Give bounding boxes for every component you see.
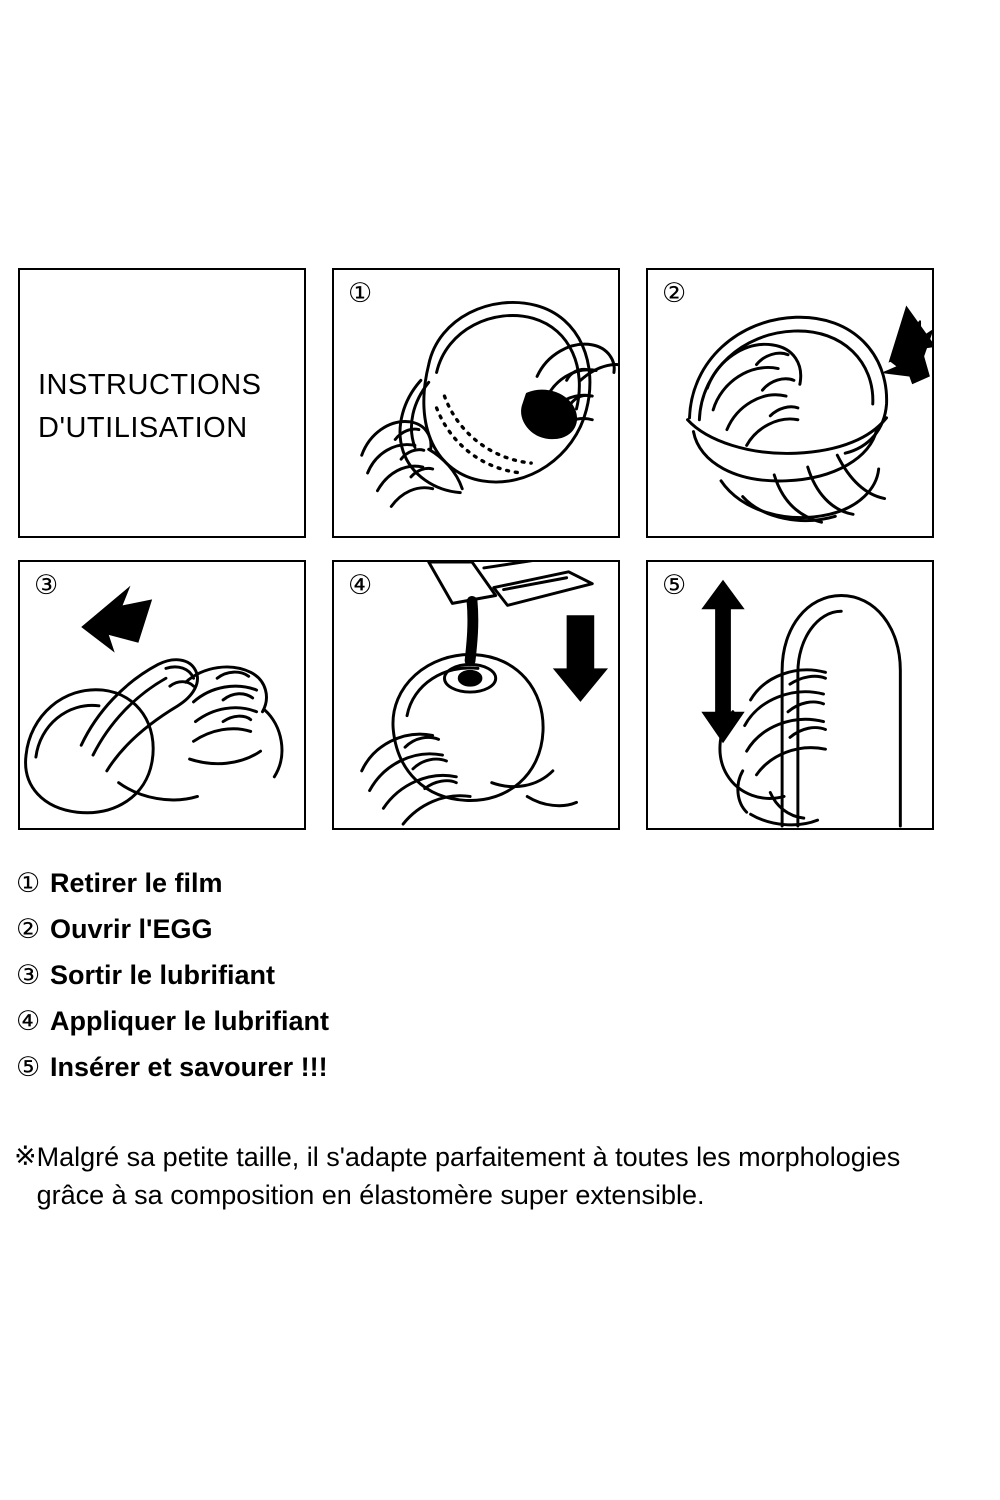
panel-grid: INSTRUCTIONS D'UTILISATION ①: [18, 268, 980, 852]
panel-step-2: ②: [646, 268, 934, 538]
step-marker: ④: [16, 1006, 41, 1037]
instruction-step-list: ① Retirer le film ② Ouvrir l'EGG ③ Sorti…: [16, 868, 956, 1098]
panel-row-top: INSTRUCTIONS D'UTILISATION ①: [18, 268, 980, 538]
step-number-4: ④: [348, 570, 373, 601]
list-item: ③ Sortir le lubrifiant: [16, 960, 956, 991]
list-item: ⑤ Insérer et savourer !!!: [16, 1052, 956, 1083]
step-text: Retirer le film: [50, 868, 223, 898]
step-number-3: ③: [34, 570, 59, 601]
panel-step-3: ③: [18, 560, 306, 830]
instructions-title-line2: D'UTILISATION: [38, 411, 248, 444]
step-marker: ①: [16, 868, 41, 899]
list-item: ① Retirer le film: [16, 868, 956, 899]
reference-mark-icon: ※: [14, 1141, 37, 1172]
step-marker: ③: [16, 960, 41, 991]
panel-row-bottom: ③: [18, 560, 980, 830]
list-item: ② Ouvrir l'EGG: [16, 914, 956, 945]
step-text: Sortir le lubrifiant: [50, 960, 276, 990]
step-marker: ⑤: [16, 1052, 41, 1083]
footnote: ※ Malgré sa petite taille, il s'adapte p…: [14, 1138, 939, 1215]
panel-step-4: ④: [332, 560, 620, 830]
step-number-2: ②: [662, 278, 687, 309]
step-marker: ②: [16, 914, 41, 945]
illustration-open-egg: [686, 305, 932, 524]
illustration-remove-lubricant: [24, 585, 284, 815]
panel-step-5: ⑤: [646, 560, 934, 830]
panel-step-1: ①: [332, 268, 620, 538]
list-item: ④ Appliquer le lubrifiant: [16, 1006, 956, 1037]
step-number-5: ⑤: [662, 570, 687, 601]
instructions-title: INSTRUCTIONS D'UTILISATION: [38, 364, 262, 450]
step-text: Ouvrir l'EGG: [50, 914, 213, 944]
illustration-apply-lubricant: [360, 562, 609, 826]
step-text: Insérer et savourer !!!: [50, 1052, 328, 1082]
panel-title: INSTRUCTIONS D'UTILISATION: [18, 268, 306, 538]
illustration-peel-film: [360, 301, 618, 508]
step-number-1: ①: [348, 278, 373, 309]
footnote-text: Malgré sa petite taille, il s'adapte par…: [36, 1142, 901, 1211]
instructions-title-line1: INSTRUCTIONS: [38, 369, 262, 401]
illustration-insert-enjoy: [701, 579, 902, 828]
step-text: Appliquer le lubrifiant: [50, 1006, 330, 1036]
